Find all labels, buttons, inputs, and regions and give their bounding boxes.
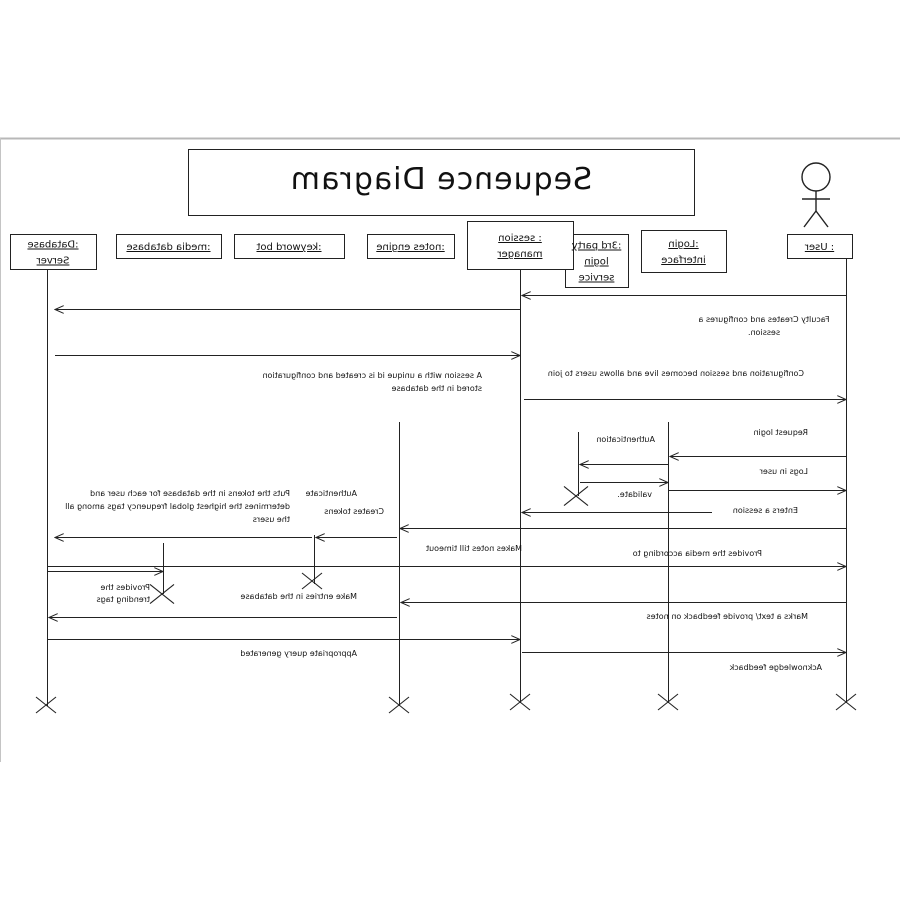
diagram-title: Sequence Diagram xyxy=(290,162,592,197)
participant-box-keyword-bot xyxy=(234,234,345,259)
destroy-mark-database-server xyxy=(35,696,57,714)
message-label-m5: Authentication xyxy=(596,435,655,444)
destroy-mark-user xyxy=(835,693,857,711)
message-label-m7: validate. xyxy=(617,490,652,499)
participant-box-third-party-login xyxy=(565,234,629,288)
participant-box-notes-engine xyxy=(367,234,455,259)
destroy-mark-session-manager xyxy=(509,693,531,711)
destroy-mark-notes-engine xyxy=(388,696,410,714)
message-label-m10: Creates tokens xyxy=(324,507,384,516)
message-label-m3: Configuration and session becomes live a… xyxy=(548,369,804,378)
destroy-mark-login-interface xyxy=(657,693,679,711)
message-label-m18: Acknowledge feedback xyxy=(729,663,822,672)
message-label-m16: Marks a text/ provide feedback on notes xyxy=(647,612,809,621)
message-label-m6: Logs in user xyxy=(759,467,808,476)
message-label-m12: Makes notes till timeout xyxy=(426,544,522,553)
message-label-m13: Provides the media according to xyxy=(633,549,762,558)
message-label-m9: Authenticate xyxy=(305,489,357,498)
participant-label-user: : User xyxy=(804,242,834,253)
message-label-m2: A session with a unique id is created an… xyxy=(262,371,482,393)
participant-box-media-database xyxy=(116,234,222,259)
participant-box-login-interface xyxy=(641,230,727,273)
participant-box-user xyxy=(787,234,853,259)
message-label-m15: Make entries in the database xyxy=(240,592,357,601)
participant-box-session-manager xyxy=(467,221,574,270)
message-label-m11: Puts the tokens in the database for each… xyxy=(65,489,290,524)
participant-box-database-server xyxy=(10,234,97,270)
participant-label-notes-engine: :notes engine xyxy=(376,242,444,253)
destroy-mark-media-database xyxy=(149,583,175,605)
participant-label-media-database: :media database xyxy=(126,242,210,253)
destroy-mark-third-party-login xyxy=(563,485,589,507)
title-box xyxy=(188,149,695,216)
message-label-m8: Enters a session xyxy=(733,506,798,515)
message-label-m4: Request login xyxy=(753,428,808,437)
participant-label-keyword-bot: :keyword bot xyxy=(256,242,321,253)
stick-figure-icon xyxy=(801,162,831,228)
message-label-m17: Appropriate query generated xyxy=(240,649,357,658)
destroy-mark-keyword-bot xyxy=(301,572,323,590)
